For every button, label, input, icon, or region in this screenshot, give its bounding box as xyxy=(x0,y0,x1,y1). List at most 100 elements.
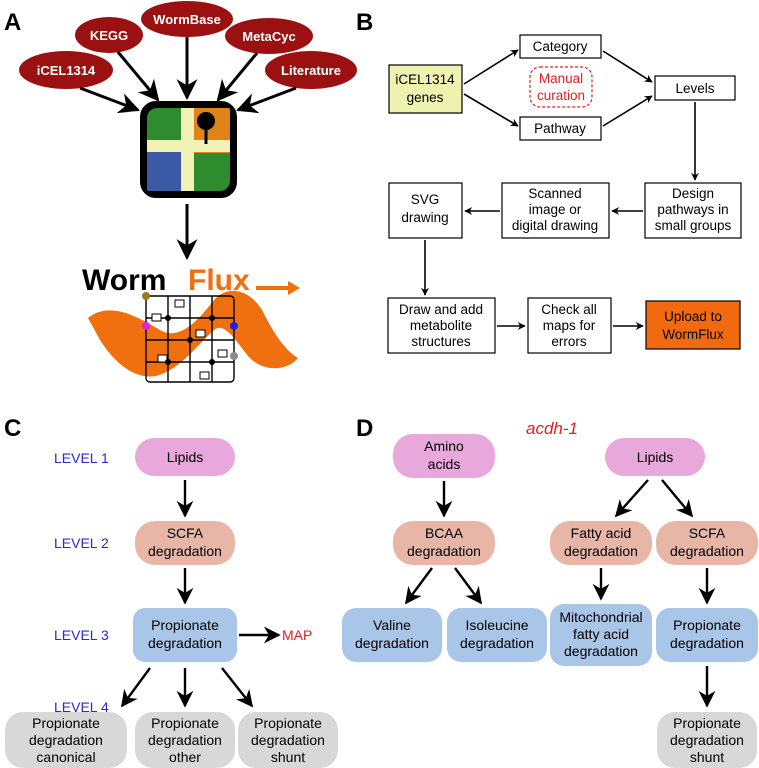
svg-text:Propionate: Propionate xyxy=(151,715,219,731)
level-4-label: LEVEL 4 xyxy=(54,699,109,715)
node-c-canonical: Propionate degradation canonical xyxy=(5,712,127,768)
svg-text:fatty acid: fatty acid xyxy=(573,626,629,642)
svg-text:Manual: Manual xyxy=(539,71,583,86)
svg-text:iCEL1314: iCEL1314 xyxy=(395,72,455,87)
svg-text:degradation: degradation xyxy=(670,732,744,748)
source-arrows xyxy=(79,37,297,114)
panel-c: LEVEL 1 LEVEL 2 LEVEL 3 LEVEL 4 Lipids S… xyxy=(5,438,338,768)
svg-text:canonical: canonical xyxy=(36,749,95,765)
node-d-shunt: Propionate degradation shunt xyxy=(657,712,757,768)
svg-text:Lipids: Lipids xyxy=(637,449,674,465)
svg-text:digital drawing: digital drawing xyxy=(512,218,598,233)
svg-text:degradation: degradation xyxy=(148,732,222,748)
node-d-valine: Valine degradation xyxy=(342,608,442,662)
panel-label-c: C xyxy=(4,415,21,442)
node-d-lipids: Lipids xyxy=(605,438,705,476)
node-d-propionate: Propionate degradation xyxy=(656,608,758,662)
box-pathway: Pathway xyxy=(519,116,602,141)
svg-text:Fatty acid: Fatty acid xyxy=(571,525,632,541)
box-scanned: Scanned image or digital drawing xyxy=(501,182,610,239)
svg-text:shunt: shunt xyxy=(690,749,724,765)
svg-text:Draw and add: Draw and add xyxy=(399,302,483,317)
svg-text:genes: genes xyxy=(407,90,444,105)
node-c-shunt: Propionate degradation shunt xyxy=(238,712,338,768)
svg-text:WormFlux: WormFlux xyxy=(662,327,724,342)
box-category: Category xyxy=(519,34,602,59)
box-check: Check all maps for errors xyxy=(527,297,612,354)
node-d-fatty: Fatty acid degradation xyxy=(550,521,652,565)
svg-text:shunt: shunt xyxy=(271,749,305,765)
svg-text:maps for: maps for xyxy=(543,318,596,333)
node-c-propionate: Propionate degradation xyxy=(133,608,237,662)
level-3-label: LEVEL 3 xyxy=(54,627,109,643)
source-kegg: KEGG xyxy=(75,17,143,53)
svg-text:other: other xyxy=(169,749,201,765)
logo-worm-text: Worm xyxy=(82,264,166,297)
svg-text:Valine: Valine xyxy=(373,617,411,633)
box-levels: Levels xyxy=(654,75,736,101)
panel-d-arrows xyxy=(404,479,716,708)
svg-text:degradation: degradation xyxy=(148,635,222,651)
svg-text:WormBase: WormBase xyxy=(153,12,221,27)
svg-text:Lipids: Lipids xyxy=(167,449,204,465)
svg-text:structures: structures xyxy=(411,334,471,349)
node-c-lipids: Lipids xyxy=(135,438,235,476)
svg-text:degradation: degradation xyxy=(460,635,534,651)
svg-text:degradation: degradation xyxy=(148,543,222,559)
panel-d: acdh-1 Amino acids Lipids BCAA degradati… xyxy=(342,419,758,768)
box-upload: Upload to WormFlux xyxy=(645,300,741,350)
panel-label-b: B xyxy=(356,9,373,36)
svg-text:Propionate: Propionate xyxy=(673,715,741,731)
svg-text:SVG: SVG xyxy=(411,192,440,207)
panel-a: iCEL1314 KEGG WormBase MetaCyc Literatur… xyxy=(19,1,357,383)
map-label: MAP xyxy=(282,627,312,643)
source-literature: Literature xyxy=(265,51,357,89)
box-manual-curation: Manual curation xyxy=(529,66,593,108)
svg-text:Pathway: Pathway xyxy=(534,121,586,136)
svg-text:Check all: Check all xyxy=(541,302,597,317)
node-c-other: Propionate degradation other xyxy=(135,712,235,768)
svg-text:Propionate: Propionate xyxy=(32,715,100,731)
svg-text:image or: image or xyxy=(529,202,582,217)
panel-label-a: A xyxy=(4,9,21,36)
panel-label-d: D xyxy=(356,415,373,442)
svg-text:small groups: small groups xyxy=(655,218,732,233)
svg-text:metabolite: metabolite xyxy=(410,318,472,333)
logo-flux-text: Flux xyxy=(188,264,250,297)
svg-text:degradation: degradation xyxy=(670,543,744,559)
wormflux-logo: Worm Flux xyxy=(82,264,300,383)
svg-text:pathways in: pathways in xyxy=(657,202,728,217)
svg-text:degradation: degradation xyxy=(564,543,638,559)
map-icon xyxy=(140,101,237,198)
svg-text:errors: errors xyxy=(551,334,587,349)
svg-text:iCEL1314: iCEL1314 xyxy=(37,63,96,78)
svg-text:SCFA: SCFA xyxy=(689,525,726,541)
svg-text:Literature: Literature xyxy=(281,63,341,78)
panel-b: iCEL1314 genes Category Manual curation … xyxy=(387,34,742,354)
svg-text:degradation: degradation xyxy=(355,635,429,651)
source-wormbase: WormBase xyxy=(141,1,233,37)
svg-text:degradation: degradation xyxy=(251,732,325,748)
svg-text:acids: acids xyxy=(428,456,461,472)
node-d-scfa: SCFA degradation xyxy=(656,521,758,565)
gene-label: acdh-1 xyxy=(526,419,578,438)
source-metacyc: MetaCyc xyxy=(225,18,313,54)
svg-text:degradation: degradation xyxy=(29,732,103,748)
svg-text:Category: Category xyxy=(533,39,588,54)
svg-text:degradation: degradation xyxy=(564,643,638,659)
svg-text:Levels: Levels xyxy=(675,81,714,96)
svg-text:degradation: degradation xyxy=(670,635,744,651)
svg-text:Design: Design xyxy=(672,186,714,201)
svg-text:SCFA: SCFA xyxy=(167,525,204,541)
panel-c-arrows xyxy=(121,480,281,708)
svg-text:KEGG: KEGG xyxy=(90,28,128,43)
svg-text:degradation: degradation xyxy=(407,543,481,559)
svg-text:Scanned: Scanned xyxy=(528,186,581,201)
node-d-mito: Mitochondrial fatty acid degradation xyxy=(550,604,652,666)
svg-text:Propionate: Propionate xyxy=(254,715,322,731)
svg-text:MetaCyc: MetaCyc xyxy=(242,29,295,44)
node-d-amino: Amino acids xyxy=(393,434,495,478)
svg-text:Mitochondrial: Mitochondrial xyxy=(559,609,642,625)
svg-text:Upload to: Upload to xyxy=(664,309,722,324)
